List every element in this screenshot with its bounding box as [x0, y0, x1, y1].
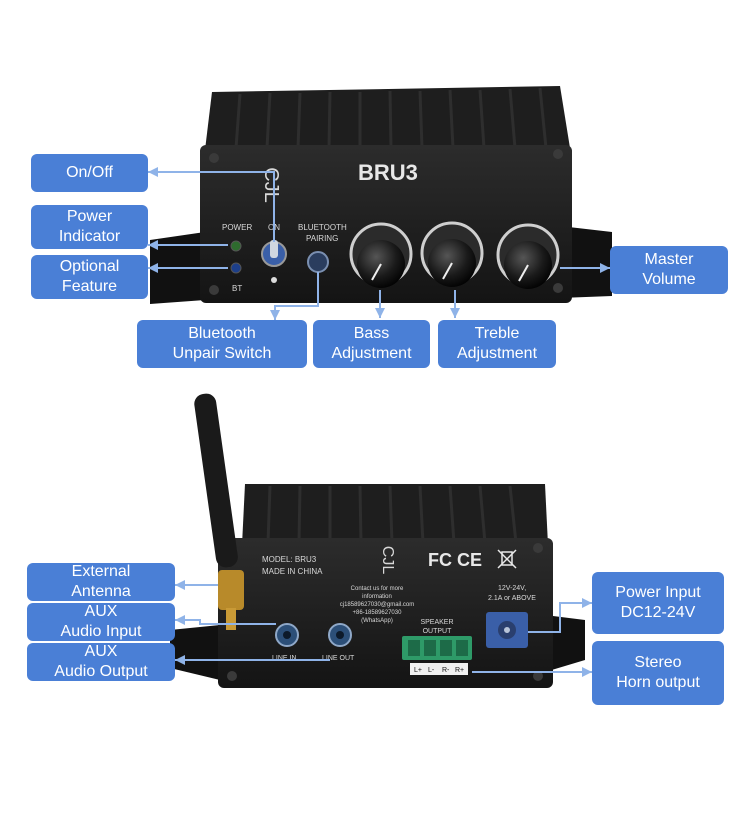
back-left-flange: [170, 625, 220, 680]
callout-on-off: On/Off: [31, 154, 148, 192]
power-spec-2: 2.1A or ABOVE: [488, 595, 536, 602]
callout-aux-audio-input: AUX Audio Input: [27, 603, 175, 641]
back-heatsink-top: [242, 484, 548, 545]
callout-bass-adjustment: Bass Adjustment: [313, 320, 430, 368]
contact-line-4: +86-18589627030: [353, 610, 403, 616]
screw: [209, 285, 219, 295]
front-heatsink-top: [205, 86, 570, 150]
weee-icon: [497, 549, 517, 569]
bluetooth-pairing-button[interactable]: [307, 251, 329, 273]
callout-power-indicator: Power Indicator: [31, 205, 148, 249]
external-antenna[interactable]: [193, 392, 244, 630]
back-right-flange: [545, 615, 585, 672]
screw: [209, 153, 219, 163]
contact-line-3: cj18589627030@gmail.com: [340, 602, 414, 608]
callout-bluetooth-unpair: Bluetooth Unpair Switch: [137, 320, 307, 368]
screw: [553, 283, 563, 293]
back-logo: CJL: [379, 546, 396, 575]
line-in-label: LINE IN: [272, 655, 297, 662]
bt-label: BT: [232, 284, 242, 293]
pairing-label-2: PAIRING: [306, 234, 338, 243]
screw: [553, 149, 563, 159]
callout-aux-audio-output: AUX Audio Output: [27, 643, 175, 681]
master-volume-knob[interactable]: [496, 223, 560, 289]
callout-master-volume: Master Volume: [610, 246, 728, 294]
contact-line-5: (WhatsApp): [361, 618, 393, 624]
terminal-label-r-plus: R+: [455, 667, 464, 674]
contact-line-2: information: [362, 594, 392, 600]
power-spec-1: 12V-24V,: [498, 585, 526, 592]
cert-marks: FC CE: [428, 550, 482, 570]
terminal-label-l-plus: L+: [414, 667, 422, 674]
power-led: [230, 240, 242, 252]
callout-power-input: Power Input DC12-24V: [592, 572, 724, 634]
pairing-label-1: BLUETOOTH: [298, 223, 347, 232]
callout-stereo-horn-output: Stereo Horn output: [592, 641, 724, 705]
back-made-in-text: MADE IN CHINA: [262, 567, 323, 576]
front-logo: CJL: [260, 167, 282, 203]
callout-external-antenna: External Antenna: [27, 563, 175, 601]
line-out-label: LINE OUT: [322, 655, 355, 662]
back-model-text: MODEL: BRU3: [262, 555, 317, 564]
speaker-title-1: SPEAKER: [420, 619, 453, 626]
callout-treble-adjustment: Treble Adjustment: [438, 320, 556, 368]
back-amplifier: MODEL: BRU3 MADE IN CHINA CJL Contact us…: [170, 392, 585, 688]
terminal-label-l-minus: L-: [428, 667, 435, 674]
contact-line-1: Contact us for more: [351, 586, 404, 592]
terminal-label-r-minus: R-: [442, 667, 450, 674]
front-right-flange: [560, 226, 612, 298]
callout-optional-feature: Optional Feature: [31, 255, 148, 299]
front-amplifier: CJL BRU3 POWER ON BT BLUETOOTH PAIRING: [150, 86, 612, 304]
power-label: POWER: [222, 223, 252, 232]
leader-arrowheads: [148, 167, 610, 677]
front-model-text: BRU3: [358, 160, 418, 185]
treble-knob[interactable]: [420, 221, 484, 287]
bt-led: [230, 262, 242, 274]
bass-knob[interactable]: [349, 222, 413, 288]
speaker-title-2: OUTPUT: [423, 628, 453, 635]
